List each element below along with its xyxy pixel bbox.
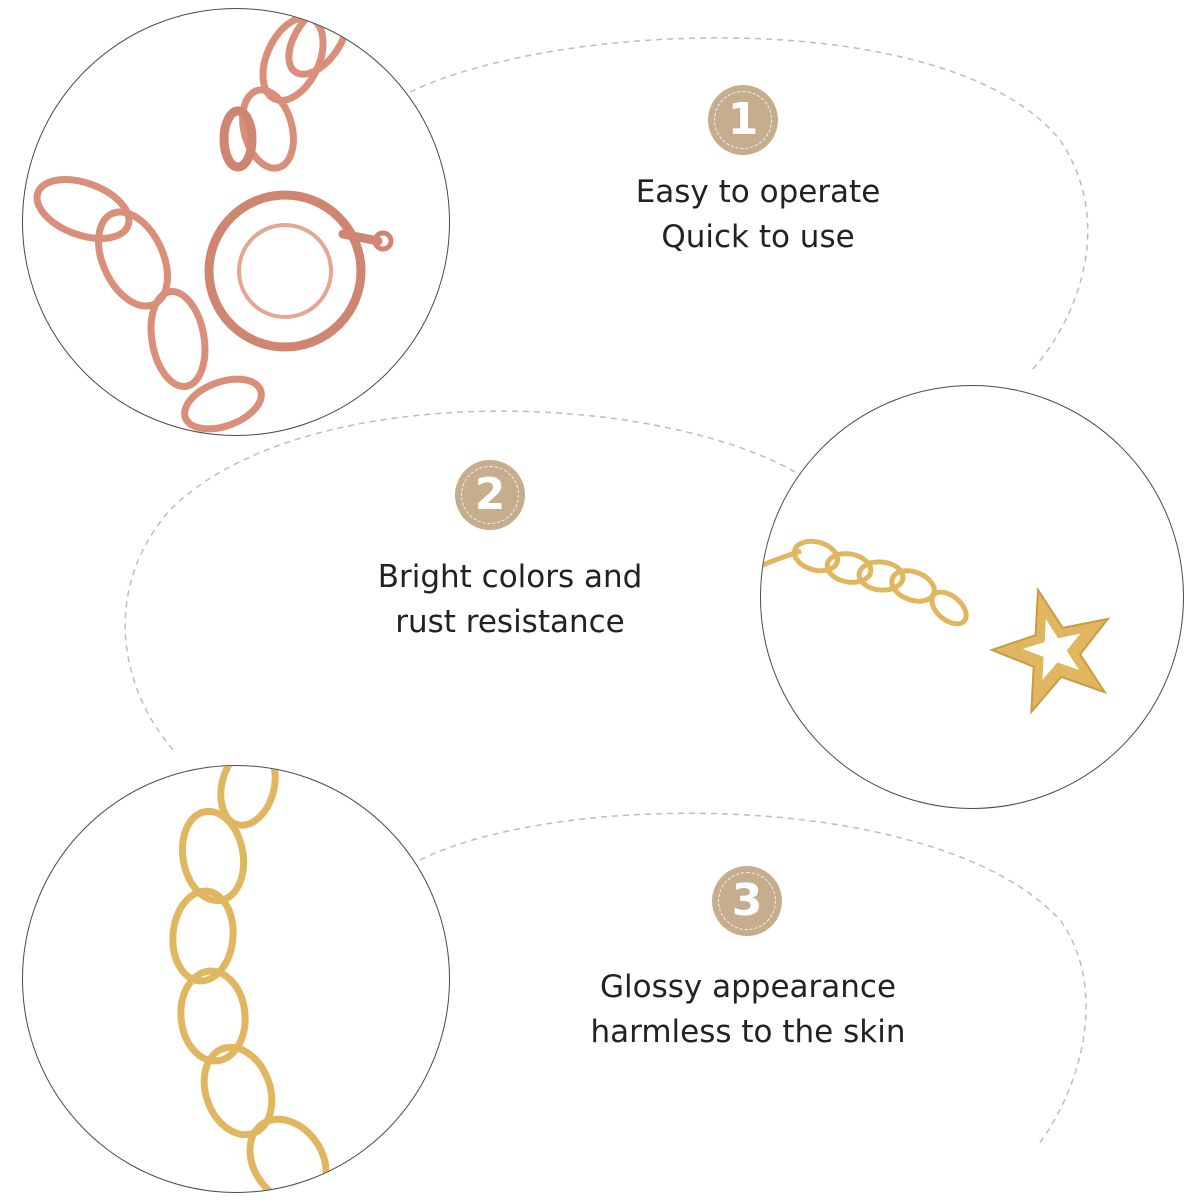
feature-1-text: Easy to operate Quick to use <box>558 170 958 260</box>
feature-3-line-2: harmless to the skin <box>590 1014 906 1050</box>
dashed-outline-3 <box>419 812 1087 1146</box>
feature-2-number: 2 <box>474 469 506 520</box>
gold-chain-illustration <box>169 766 330 1192</box>
feature-1-badge: 1 <box>708 85 778 155</box>
feature-1-line-2: Quick to use <box>661 219 855 255</box>
dashed-outline-2 <box>124 410 796 753</box>
feature-3-line-1: Glossy appearance <box>599 969 897 1005</box>
star-charm-illustration <box>761 538 1111 715</box>
star-charm-photo <box>760 385 1184 809</box>
feature-2-line-2: rust resistance <box>395 604 625 640</box>
feature-1-number: 1 <box>727 94 759 145</box>
feature-1-line-1: Easy to operate <box>635 174 881 210</box>
clasp-photo <box>22 8 450 436</box>
clasp-illustration <box>33 9 394 433</box>
feature-3-badge: 3 <box>712 866 782 936</box>
feature-3-number: 3 <box>731 875 763 926</box>
feature-2-text: Bright colors and rust resistance <box>310 555 710 645</box>
feature-3-text: Glossy appearance harmless to the skin <box>548 965 948 1055</box>
feature-2-line-1: Bright colors and <box>377 559 643 595</box>
dashed-outline-1 <box>409 37 1089 373</box>
gold-chain-photo <box>22 765 450 1193</box>
feature-2-badge: 2 <box>455 460 525 530</box>
